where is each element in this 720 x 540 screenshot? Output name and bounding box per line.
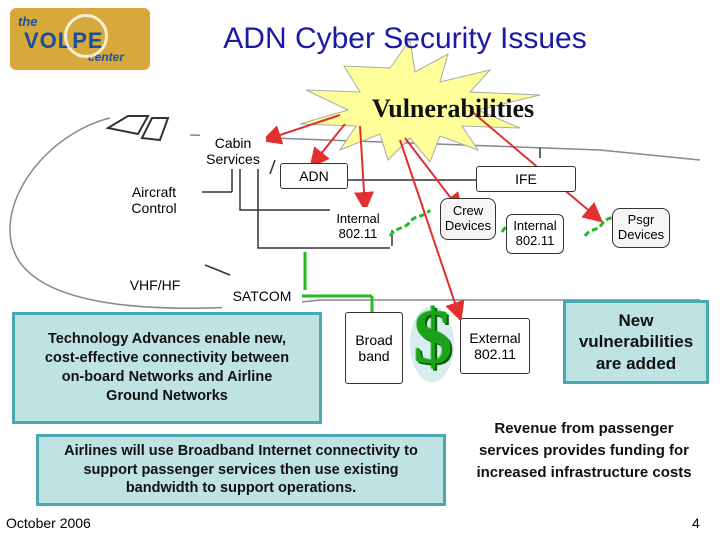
page-number: 4	[692, 515, 700, 531]
ife-node: IFE	[476, 166, 576, 192]
internal-80211-node-a: Internal 802.11	[330, 207, 386, 247]
external-80211-node: External 802.11	[460, 318, 530, 374]
adn-node: ADN	[280, 163, 348, 189]
dollar-sign-icon: $	[413, 293, 453, 380]
footer-date: October 2006	[6, 515, 91, 531]
starburst-label: Vulnerabilities	[371, 94, 535, 123]
broadband-node: Broad band	[345, 312, 403, 384]
aircraft-top-line	[189, 134, 701, 161]
new-vulnerabilities-callout: New vulnerabilities are added	[563, 300, 709, 384]
page-title: ADN Cyber Security Issues	[223, 22, 587, 55]
satcom-node: SATCOM	[222, 282, 302, 310]
network-connectors	[202, 148, 541, 276]
dollar-sign-shadow	[410, 306, 454, 382]
cabin-services-node: Cabin Services	[200, 133, 266, 169]
volpe-logo: the VOLPE center	[10, 8, 150, 70]
revenue-text: Revenue from passenger services provides…	[476, 420, 692, 481]
vhf-hf-node: VHF/HF	[115, 270, 195, 300]
logo-globe-icon	[64, 14, 108, 58]
tech-advances-callout: Technology Advances enable new, cost-eff…	[12, 312, 322, 424]
psgr-devices-node: Psgr Devices	[612, 208, 670, 248]
airlines-broadband-callout: Airlines will use Broadband Internet con…	[36, 434, 446, 506]
aircraft-control-node: Aircraft Control	[118, 180, 190, 220]
internal-80211-node-b: Internal 802.11	[506, 214, 564, 254]
cockpit-windows	[105, 115, 170, 142]
aircraft-outline	[9, 117, 700, 309]
crew-devices-node: Crew Devices	[440, 198, 496, 240]
logo-the: the	[18, 14, 38, 29]
